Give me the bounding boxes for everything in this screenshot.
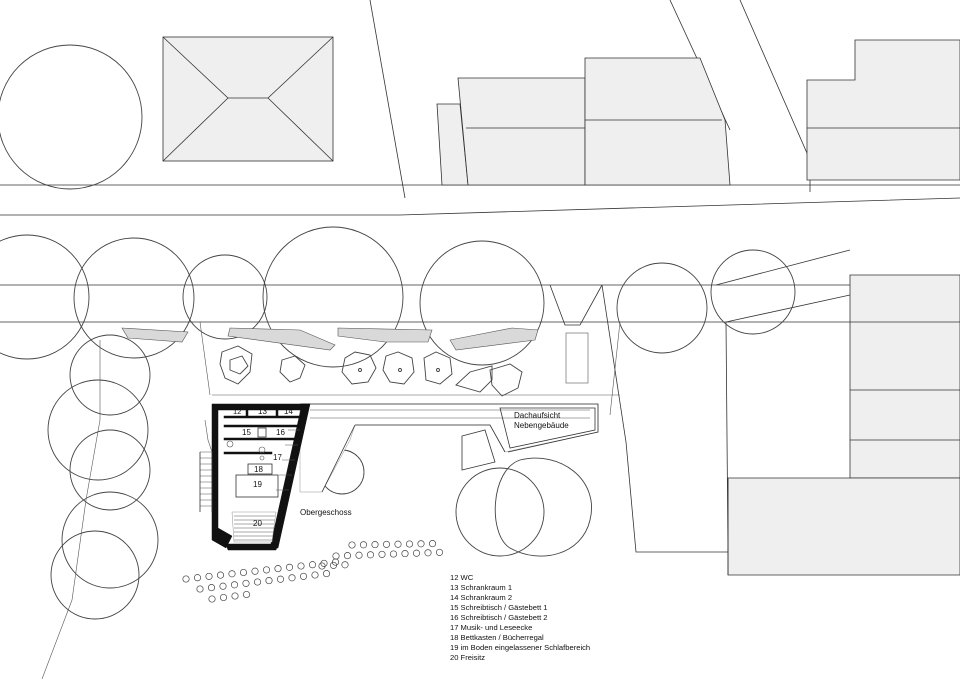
planting-dot — [359, 541, 368, 549]
main-building — [199, 403, 599, 551]
neighbour-building-cluster — [436, 57, 731, 186]
planting-dot — [193, 574, 202, 582]
planting-dot — [285, 563, 294, 571]
legend-item-15: 15 Schreibtisch / Gästebett 1 — [450, 603, 548, 612]
exterior-stair — [199, 419, 213, 512]
room-label-17: 17 — [273, 453, 282, 462]
planting-dot — [332, 552, 340, 560]
planting-dot — [318, 562, 326, 570]
trees — [0, 44, 796, 679]
planting-dot — [262, 566, 271, 574]
garden-roof-strips — [121, 327, 589, 384]
room-label-15: 15 — [242, 428, 251, 437]
planting-dot — [394, 540, 402, 548]
planting-dot — [288, 574, 296, 582]
room-label-14: 14 — [284, 407, 293, 416]
planting-dot — [242, 590, 251, 599]
planting-dot — [424, 549, 432, 557]
planting-dot — [242, 579, 250, 587]
room-label-13: 13 — [258, 407, 267, 416]
legend-item-12: 12 WC — [450, 573, 474, 582]
planting-dot — [219, 593, 228, 602]
planting-dot — [239, 568, 248, 577]
room-label-18: 18 — [254, 465, 263, 474]
planting-dot — [276, 575, 285, 583]
planting-dot — [297, 562, 305, 570]
room-label-20: 20 — [253, 519, 262, 528]
room-label-19: 19 — [253, 480, 262, 489]
planting-dot — [428, 540, 437, 548]
planting-dot — [253, 578, 262, 586]
legend-item-16: 16 Schreibtisch / Gästebett 2 — [450, 613, 548, 622]
planting-dot — [322, 570, 331, 578]
planting-dot — [343, 552, 352, 560]
legend-item-13: 13 Schrankraum 1 — [450, 583, 512, 592]
legend-item-20: 20 Freisitz — [450, 653, 485, 662]
legend-item-14: 14 Schrankraum 2 — [450, 593, 512, 602]
legend-item-18: 18 Bettkasten / Bücherregal — [450, 633, 544, 642]
room-labels: 12 13 14 15 16 17 18 19 20 — [233, 407, 293, 528]
room-label-16: 16 — [276, 428, 285, 437]
legend: 12 WC 13 Schrankraum 1 14 Schrankraum 2 … — [450, 573, 590, 662]
planting-dot — [231, 592, 239, 600]
stones — [219, 345, 523, 397]
property-lines — [549, 249, 851, 553]
planting-dot — [274, 565, 282, 573]
planting-dot — [371, 541, 379, 549]
planting-dot — [205, 572, 213, 580]
planting-dot — [265, 577, 273, 585]
planting-dot — [435, 548, 444, 556]
legend-item-17: 17 Musik- und Leseecke — [450, 623, 532, 632]
planting-dot — [405, 540, 414, 548]
planting-dot — [320, 559, 328, 567]
terrace-outline — [199, 321, 621, 416]
planting-dot — [216, 571, 225, 579]
legend-item-19: 19 im Boden eingelassener Schlafbereich — [450, 643, 590, 652]
planting-dot — [230, 581, 239, 589]
planting-dot — [311, 571, 319, 579]
floor-label: Obergeschoss — [300, 508, 352, 517]
planting-dot — [219, 582, 227, 590]
planting-dot — [182, 575, 190, 583]
planting-dot — [308, 561, 317, 569]
planting-dot — [196, 585, 204, 593]
neighbour-buildings-lower-right — [727, 274, 960, 576]
room-label-12: 12 — [233, 407, 241, 416]
planting-dot — [355, 551, 363, 559]
planting-dot — [366, 551, 375, 559]
planting-dot — [208, 595, 216, 603]
planting-dot — [382, 540, 391, 548]
planting-dot — [417, 540, 425, 548]
planting-dots — [182, 540, 444, 603]
planting-dot — [389, 550, 398, 558]
neighbour-building-right — [806, 39, 960, 181]
roof-view-label-line2: Nebengebäude — [514, 421, 569, 430]
planting-dot — [251, 567, 259, 575]
planting-dot — [378, 550, 386, 558]
planting-dot — [412, 549, 421, 557]
planting-dot — [401, 550, 409, 558]
planting-dot — [228, 570, 236, 578]
freisitz-decking — [234, 515, 275, 541]
roof-view-label-line1: Dachaufsicht — [514, 411, 561, 420]
planting-dot — [207, 584, 216, 592]
planting-dot — [329, 561, 338, 569]
planting-dot — [341, 561, 349, 569]
planting-dot — [348, 541, 356, 549]
neighbour-house-pyramid-roof — [162, 36, 334, 162]
planting-dot — [299, 572, 308, 580]
